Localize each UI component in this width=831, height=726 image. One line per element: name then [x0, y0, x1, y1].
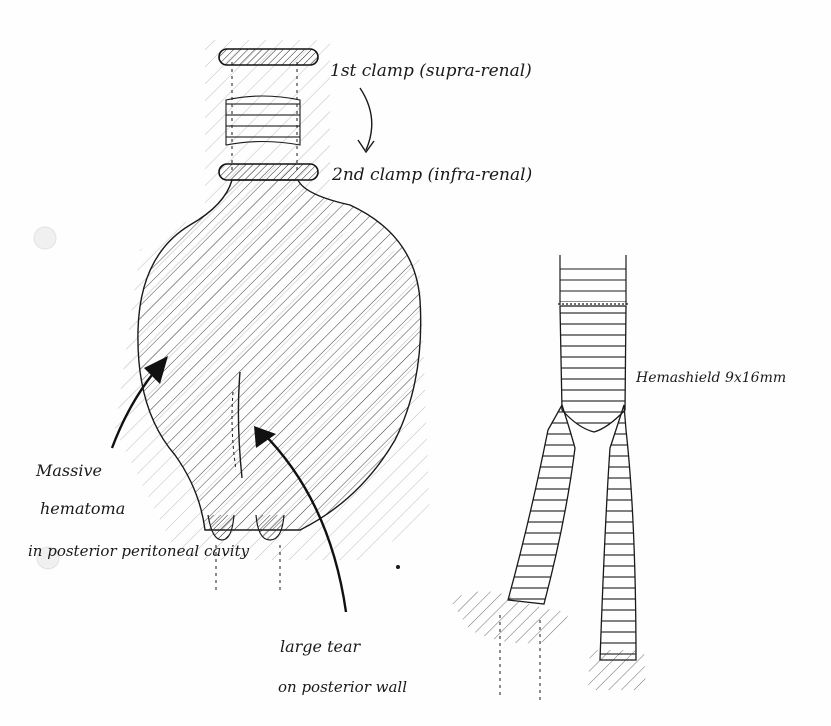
clamp-move-arrow: [358, 88, 374, 152]
punch-hole-top: [34, 227, 56, 249]
first-clamp: [219, 49, 318, 65]
hematoma-label-line3: in posterior peritoneal cavity: [28, 542, 250, 560]
hematoma-label-line1: Massive: [35, 461, 102, 480]
hematoma-label-line2: hematoma: [40, 499, 125, 518]
first-clamp-label: 1st clamp (supra-renal): [330, 61, 532, 81]
second-clamp-label: 2nd clamp (infra-renal): [331, 165, 532, 185]
second-clamp: [219, 164, 318, 180]
ink-dot: [396, 565, 400, 569]
hemashield-graft: [450, 255, 646, 700]
tear-label-line2: on posterior wall: [278, 678, 407, 696]
graft-label: Hemashield 9x16mm: [635, 370, 786, 386]
tear-label-line1: large tear: [280, 637, 362, 656]
